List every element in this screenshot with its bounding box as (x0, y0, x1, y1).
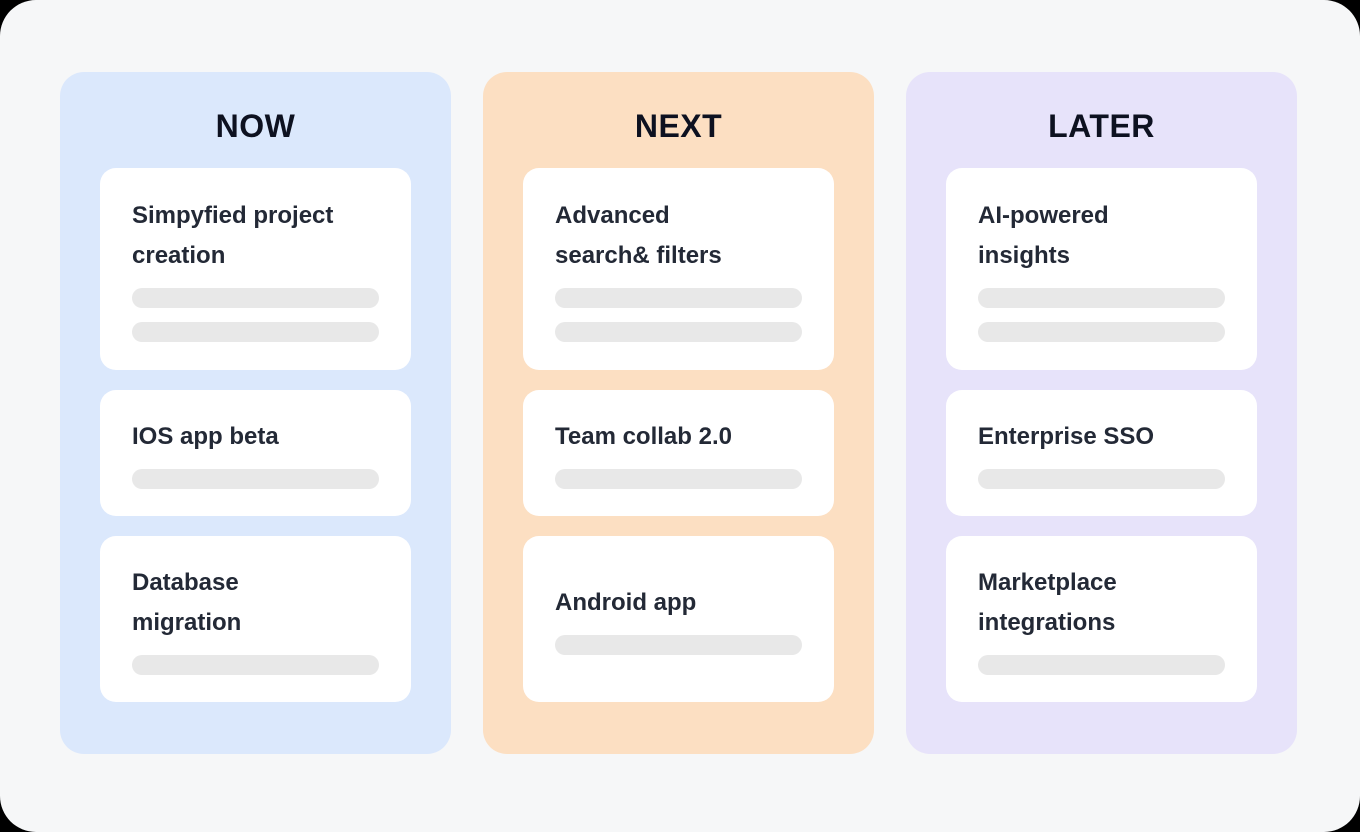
skeleton-bar (555, 635, 802, 655)
column-title-now: NOW (215, 108, 296, 144)
card-title: Marketplace integrations (978, 569, 1117, 636)
card-title: Simpyfied project creation (132, 202, 334, 269)
skeleton-bar (132, 288, 379, 308)
skeleton-bar (555, 469, 802, 489)
card-placeholder-lines (978, 655, 1225, 675)
roadmap-card[interactable]: Simpyfied project creation (100, 168, 411, 370)
card-title: Enterprise SSO (978, 423, 1155, 450)
roadmap-card[interactable]: Enterprise SSO (946, 390, 1257, 516)
skeleton-bar (978, 288, 1225, 308)
card-title: Advanced search& filters (555, 202, 722, 269)
card-placeholder-lines (555, 469, 802, 489)
column-cards: Simpyfied project creation IOS app beta … (100, 168, 411, 702)
roadmap-board: NOW Simpyfied project creation IOS app b… (60, 72, 1297, 754)
card-placeholder-lines (555, 635, 802, 655)
roadmap-column-now: NOW Simpyfied project creation IOS app b… (60, 72, 451, 754)
card-title: AI-powered insights (978, 202, 1109, 269)
roadmap-card[interactable]: AI-powered insights (946, 168, 1257, 370)
skeleton-bar (555, 322, 802, 342)
card-placeholder-lines (132, 288, 379, 342)
roadmap-card[interactable]: IOS app beta (100, 390, 411, 516)
card-title: Team collab 2.0 (555, 423, 732, 450)
card-placeholder-lines (555, 288, 802, 342)
card-title: Database migration (132, 569, 242, 636)
column-title-next: NEXT (634, 108, 723, 144)
roadmap-card[interactable]: Marketplace integrations (946, 536, 1257, 702)
skeleton-bar (132, 322, 379, 342)
card-title: Android app (555, 589, 697, 616)
roadmap-column-next: NEXT Advanced search& filters Team colla… (483, 72, 874, 754)
roadmap-column-later: LATER AI-powered insights Enterprise SSO… (906, 72, 1297, 754)
skeleton-bar (132, 469, 379, 489)
skeleton-bar (978, 469, 1225, 489)
skeleton-bar (978, 655, 1225, 675)
card-title: IOS app beta (132, 423, 279, 450)
roadmap-card[interactable]: Team collab 2.0 (523, 390, 834, 516)
roadmap-card[interactable]: Android app (523, 536, 834, 702)
card-placeholder-lines (132, 469, 379, 489)
roadmap-card[interactable]: Database migration (100, 536, 411, 702)
column-cards: AI-powered insights Enterprise SSO Marke… (946, 168, 1257, 702)
card-placeholder-lines (132, 655, 379, 675)
card-placeholder-lines (978, 469, 1225, 489)
skeleton-bar (978, 322, 1225, 342)
column-title-later: LATER (1048, 108, 1155, 144)
skeleton-bar (132, 655, 379, 675)
roadmap-card[interactable]: Advanced search& filters (523, 168, 834, 370)
column-cards: Advanced search& filters Team collab 2.0… (523, 168, 834, 702)
card-placeholder-lines (978, 288, 1225, 342)
skeleton-bar (555, 288, 802, 308)
